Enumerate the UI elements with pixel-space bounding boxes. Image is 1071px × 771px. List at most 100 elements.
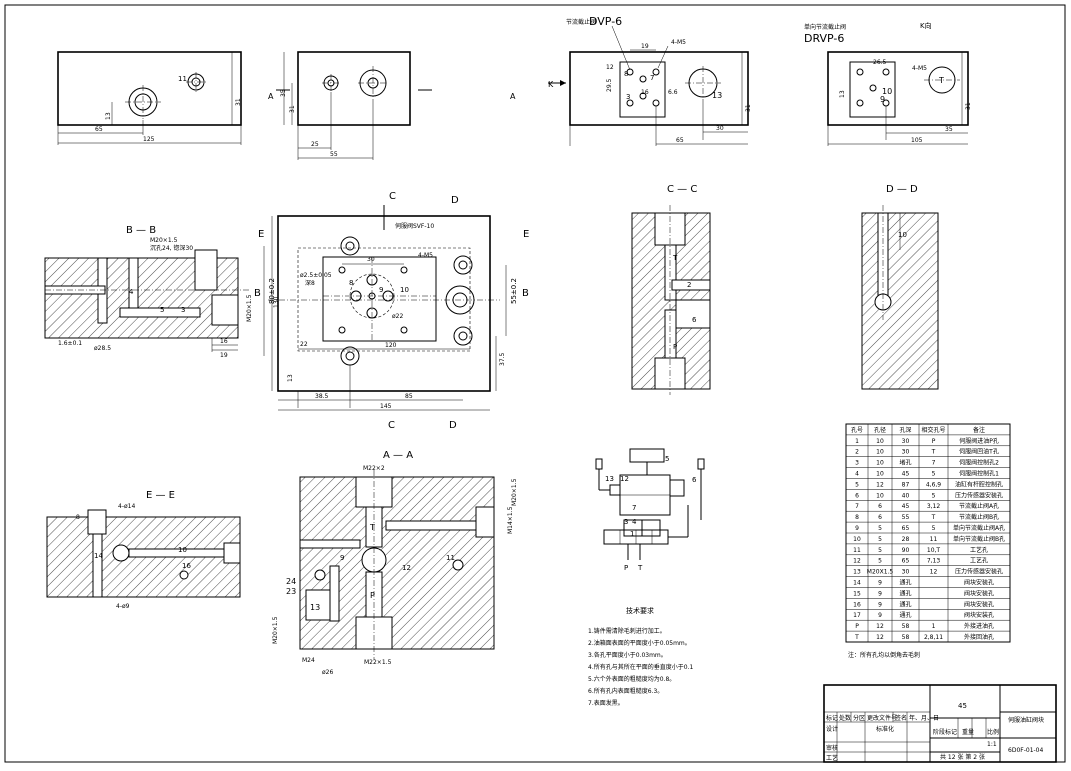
label-3-sch: 3 [624,518,628,526]
dim-26-5: 26.5 [873,59,887,66]
hole-table-cell: 单向节流截止阀A孔 [953,524,1005,532]
hole-table-cell: 4 [855,471,859,478]
section-cc: C — C T 2 6 P [631,184,711,395]
dim-1-6: 1.6±0.1 [58,340,82,347]
section-aa: A — A M22×2 M20×1.5 M14×1.5 13 24 23 M20… [272,450,518,676]
technical-requirements: 技术要求 1.铸件需清除毛刺进行加工。 2.油箱面表面的平面度小于0.05mm。… [588,606,693,707]
dim-m14: M14×1.5 [507,506,514,534]
hole-table-cell: T [931,514,936,521]
title-row-change: 更改文件号 [867,714,897,722]
section-mark-a-left: A [268,92,274,101]
dim-m22x2: M22×2 [363,465,385,472]
label-3-bb: 3 [181,306,185,314]
hole-table-cell: 5 [932,525,936,532]
title-review: 审核 [826,744,838,752]
dim-31-k: 31 [745,104,752,112]
title-scale: 1:1 [987,741,997,748]
label-13-aa: 13 [310,603,320,612]
hole-table-cell: 5 [932,492,936,499]
hole-table-cell: 11 [930,536,938,543]
title-design: 设计 [826,725,838,733]
hole-table-cell: 5 [855,481,859,488]
hole-table-cell: 7,13 [927,558,941,565]
hole-table-cell: 节流截止阀B孔 [959,513,999,521]
dim-26: ø26 [322,669,333,676]
hole-table-cell: 堵孔 [899,459,911,467]
view-right-drvp6: 单向节流截止阀 DRVP-6 K向 T 26.5 4-M5 10 9 13 31… [804,21,972,146]
hole-table-cell: 5 [932,471,936,478]
hole-table-cell: 9 [878,580,882,587]
hole-table-cell: 90 [902,547,910,554]
label-dvp6: DVP-6 [589,15,622,28]
hole-table-cell: 55 [902,514,910,521]
label-16-ee: 16 [182,562,191,570]
dim-16-bb: 16 [220,338,228,345]
hole-table-cell: 7 [855,503,859,510]
title-process: 工艺 [826,754,838,762]
hole-table-cell: 伺服阀控制孔1 [959,470,999,478]
mark-b-left: B [254,288,261,299]
view-top-left: 11 13 31 65 125 [57,51,242,145]
dim-22-plan: 22 [300,341,308,348]
hole-table-cell: 15 [853,590,861,597]
hole-table-cell: 12 [930,569,938,576]
dim-55-plan: 55±0.2 [510,278,518,304]
dim-m24: M24 [302,657,315,664]
mark-d-top: D [451,195,459,206]
mark-c-bottom: C [388,420,395,431]
dim-120: 120 [385,342,397,349]
hole-table-cell: 3,12 [927,503,941,510]
label-7: 7 [650,74,654,82]
section-cc-title: C — C [667,184,697,195]
label-13-sch: 13 [605,475,614,483]
hole-table-cell: 12 [876,623,884,630]
hole-table-cell: 伺服阀回油T孔 [959,448,999,456]
tech-req-item-2: 2.油箱面表面的平面度小于0.05mm。 [588,639,691,647]
plan-view: 伺服阀SVF-10 C C D D E E B B 30 4-M5 ø2.5±0… [254,191,529,431]
dim-4-14: 4-ø14 [118,503,135,510]
hole-table-cell: 10 [876,449,884,456]
section-dd-title: D — D [886,184,918,195]
label-throttle-valve: 节流截止阀 [566,18,596,26]
dim-depth8: 深8 [305,279,315,287]
dim-35-r: 35 [945,126,953,133]
hole-table-cell: 45 [902,503,910,510]
hole-table-cell: M20X1.5 [867,569,894,576]
sheet-border [4,4,1066,763]
hole-table-cell: 7 [932,460,936,467]
section-bb: B — B M20×1.5 沉孔24, 锪深30 4 5 3 M20×1.5 1… [44,225,253,359]
title-row-date: 年、月、日 [909,714,939,722]
label-t-sch: T [637,564,643,572]
dim-13-r: 13 [839,90,846,98]
dim-12: 12 [606,64,614,71]
dim-30: 30 [716,125,724,132]
dim-4m5-r: 4-M5 [912,65,927,72]
label-8-plan: 8 [349,279,353,287]
section-mark-a-right: A [510,92,516,101]
label-9-plan: 9 [379,286,383,294]
title-row-count: 处数 [839,714,851,722]
title-part-name: 伺服油缸阀块 [1008,716,1044,724]
dim-19-bb: 19 [220,352,228,359]
label-13: 13 [712,91,722,100]
dim-38-5: 38.5 [315,393,329,400]
hole-table-cell: 65 [902,525,910,532]
section-ee: E — E 4-ø14 8 4-ø9 14 10 16 [46,490,241,610]
hole-table-cell: 通孔 [899,589,911,597]
title-row-sign: 签名 [895,714,907,722]
label-p-sch: P [624,564,628,572]
title-stage-mark: 阶段标记 [933,728,957,736]
hole-table-cell: 30 [902,438,910,445]
hole-table-cell: P [932,438,936,445]
label-servo-valve: 伺服阀SVF-10 [395,222,434,230]
dim-105: 105 [911,137,923,144]
label-2-cc: 2 [687,281,691,289]
dim-22-dia: ø22 [392,313,403,320]
hole-table-cell: 12 [876,634,884,641]
section-aa-title: A — A [383,450,413,461]
hole-table-cell: 5 [878,536,882,543]
label-9-aa: 9 [340,554,344,562]
label-t-cc: T [672,254,678,262]
dim-65: 65 [95,126,103,133]
dim-m20-bb: M20×1.5 [150,237,178,244]
